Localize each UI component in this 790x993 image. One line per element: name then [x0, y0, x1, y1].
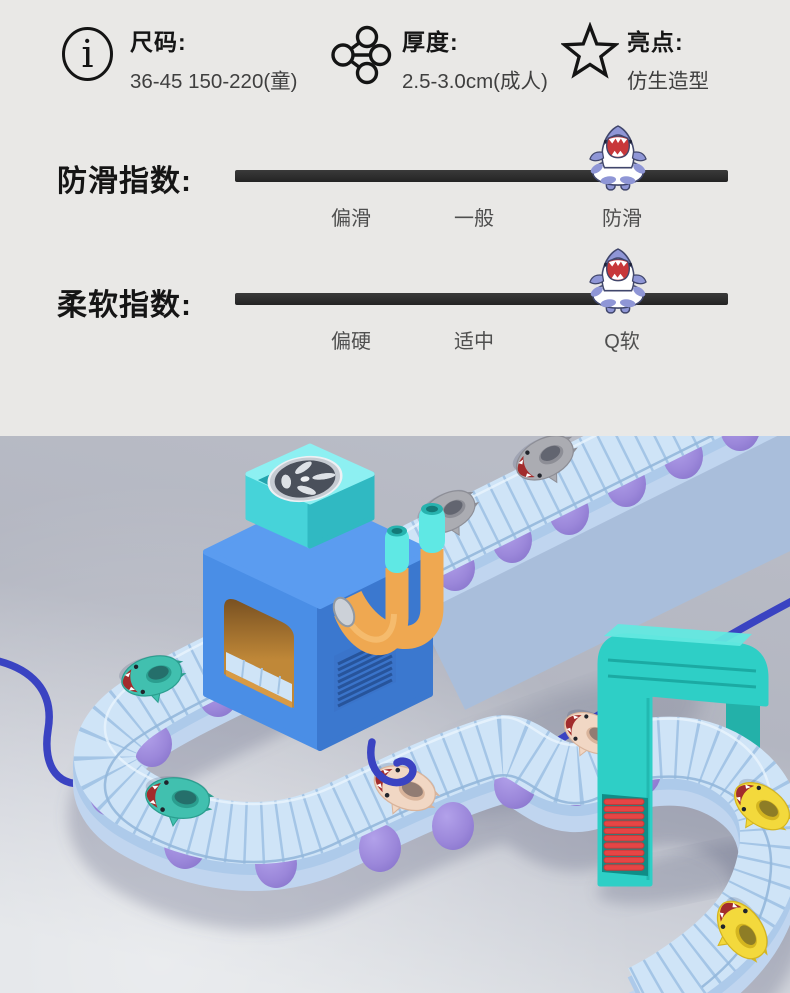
tick-label: 偏硬	[331, 331, 371, 353]
tube-tip	[385, 527, 409, 573]
air-tubes	[332, 503, 445, 656]
tick-label: 一般	[454, 208, 494, 230]
spec-item-size: 尺码: 36-45 150-220(童)	[130, 23, 298, 94]
index-title: 防滑指数:	[57, 165, 192, 198]
press-arch-machine	[597, 624, 769, 887]
spec-value: 36-45 150-220(童)	[130, 70, 298, 93]
spec-label: 尺码:	[130, 29, 187, 55]
svg-text:i: i	[81, 32, 93, 76]
tick-label: Q软	[604, 331, 640, 353]
info-icon: i	[62, 27, 113, 82]
shark-mascot	[589, 125, 647, 191]
spec-label: 亮点:	[627, 29, 684, 55]
product-scene	[0, 436, 790, 993]
tube-tip	[419, 505, 445, 553]
spec-item-highlight: 亮点: 仿生造型	[627, 23, 709, 94]
tick-label: 防滑	[602, 208, 642, 230]
spec-label: 厚度:	[402, 29, 459, 55]
conveyor-belt	[73, 436, 790, 993]
index-title: 柔软指数:	[57, 289, 192, 322]
blower-machine	[203, 443, 445, 787]
pipe-flange	[332, 596, 356, 628]
index-bar	[235, 293, 728, 305]
spring-coil	[603, 798, 645, 871]
fan-box	[245, 443, 375, 549]
share-icon	[330, 25, 392, 85]
cooling-fan	[267, 455, 343, 503]
spec-value: 2.5-3.0cm(成人)	[402, 70, 548, 93]
shark-mascot	[589, 248, 647, 314]
spec-value: 仿生造型	[627, 70, 709, 93]
tick-label: 适中	[454, 331, 494, 353]
index-bar	[235, 170, 728, 182]
tick-label: 偏滑	[331, 208, 371, 230]
spec-item-thickness: 厚度: 2.5-3.0cm(成人)	[402, 23, 548, 94]
power-cable	[367, 738, 417, 787]
star-icon	[561, 22, 619, 80]
